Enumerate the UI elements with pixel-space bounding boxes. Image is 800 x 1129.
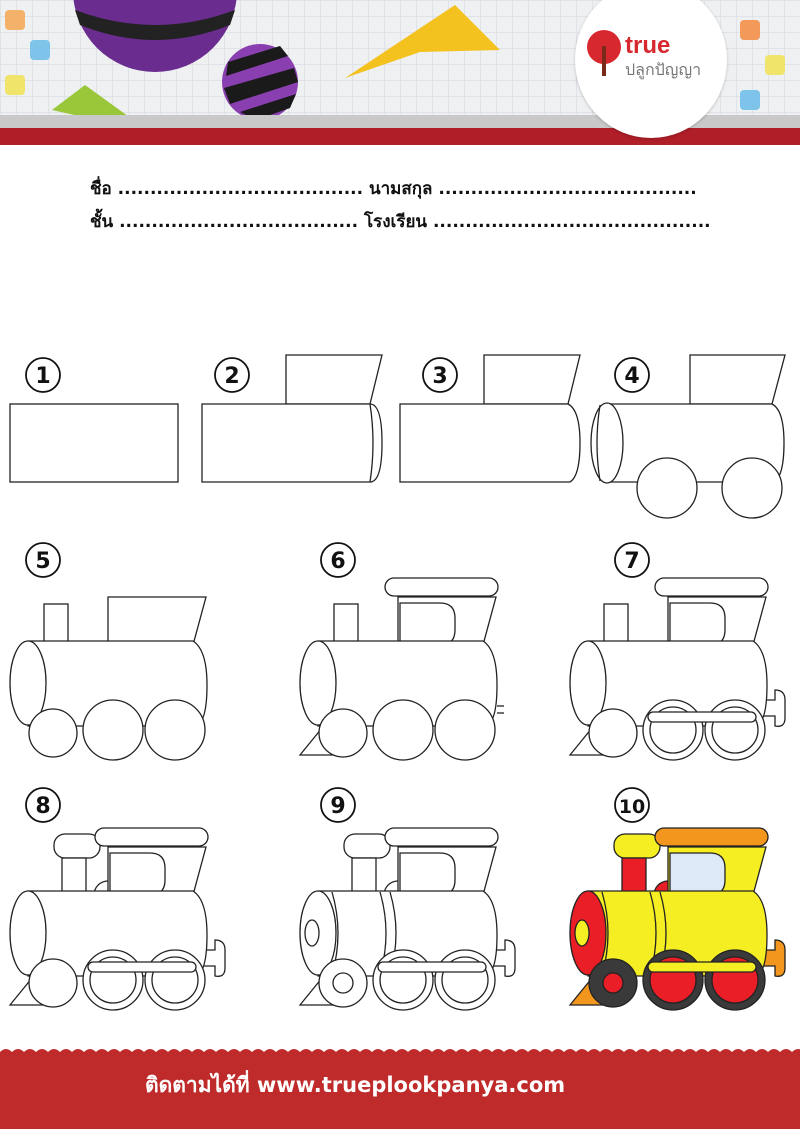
connecting-rod <box>87 961 197 973</box>
step-7-drawing <box>568 577 786 761</box>
front-face <box>9 640 47 726</box>
step-number-badge: 4 <box>614 357 650 393</box>
step-number: 6 <box>330 549 345 574</box>
wheel-hub <box>332 972 354 994</box>
step-5-drawing <box>9 596 208 761</box>
red-band <box>0 128 800 145</box>
step-number: 8 <box>35 794 50 819</box>
step-circle <box>320 542 356 578</box>
striped-ball-icon <box>222 44 298 120</box>
rear-coupler <box>489 939 516 977</box>
body <box>201 403 383 483</box>
step-number-badge: 8 <box>25 787 61 823</box>
step-number: 1 <box>35 364 50 389</box>
step-circle <box>25 357 61 393</box>
step-number-badge: 10 <box>614 787 650 823</box>
wheel <box>636 457 698 519</box>
step-2-drawing <box>201 354 383 483</box>
step-number-badge: 9 <box>320 787 356 823</box>
connecting-rod <box>647 961 757 973</box>
step-number: 7 <box>624 549 639 574</box>
step-number-badge: 6 <box>320 542 356 578</box>
wheel <box>144 699 206 761</box>
step-number-badge: 3 <box>422 357 458 393</box>
step-circle <box>614 542 650 578</box>
step-number-badge: 1 <box>25 357 61 393</box>
cab-roof <box>384 827 499 847</box>
wheel <box>372 699 434 761</box>
front-face <box>9 890 47 976</box>
step-9-drawing <box>298 827 516 1011</box>
step-number-badge: 2 <box>214 357 250 393</box>
step-circle <box>614 357 650 393</box>
step-circle <box>25 542 61 578</box>
yellow-paper-plane-icon <box>345 5 500 78</box>
step-circle <box>422 357 458 393</box>
step-6-drawing <box>298 577 504 761</box>
step-number: 4 <box>624 364 639 389</box>
body-edge <box>369 403 374 483</box>
rear-coupler <box>759 689 786 727</box>
cab-roof <box>384 577 499 597</box>
body <box>399 403 581 483</box>
step-1-drawing <box>9 403 179 483</box>
step-3-drawing <box>399 354 581 483</box>
connecting-rod <box>647 711 757 723</box>
class-school-field-line[interactable]: ชั้น ...................................… <box>90 212 711 232</box>
step-number: 5 <box>35 549 50 574</box>
step-circle <box>614 787 650 823</box>
step-4-drawing <box>590 354 786 519</box>
step-number: 9 <box>330 794 345 819</box>
body-rectangle <box>9 403 179 483</box>
footer-website-text: ติดตามได้ที่ www.trueplookpanya.com <box>145 1073 566 1097</box>
trueplookpanya-logo: true ปลูกปัญญา <box>575 0 727 138</box>
step-number: 10 <box>619 796 645 818</box>
logo-subtitle: ปลูกปัญญา <box>625 60 702 79</box>
wheel <box>28 958 78 1008</box>
front-cylinder <box>590 402 624 484</box>
header-decorations <box>5 0 785 132</box>
connecting-rod <box>377 961 487 973</box>
wheel <box>434 699 496 761</box>
headlight <box>574 919 590 947</box>
logo-brand: true <box>625 32 671 59</box>
front-face <box>569 640 607 726</box>
headlight <box>304 919 320 947</box>
step-circle <box>214 357 250 393</box>
cab-roof <box>94 827 209 847</box>
step-circle <box>320 787 356 823</box>
wheel-hub <box>602 972 624 994</box>
header-banner: true ปลูกปัญญา <box>0 0 800 145</box>
rear-coupler <box>759 939 786 977</box>
step-number-badge: 5 <box>25 542 61 578</box>
step-circle <box>25 787 61 823</box>
wheel <box>28 708 78 758</box>
cab-roof <box>654 827 769 847</box>
name-field-line[interactable]: ชื่อ ...................................… <box>90 179 697 199</box>
step-10-colored-train <box>568 827 786 1011</box>
step-number-badge: 7 <box>614 542 650 578</box>
purple-ball-icon <box>73 0 237 72</box>
step-number: 3 <box>432 364 447 389</box>
wheel <box>721 457 783 519</box>
front-face <box>299 640 337 726</box>
step-number: 2 <box>224 364 239 389</box>
rear-coupler <box>199 939 226 977</box>
wheel <box>588 708 638 758</box>
cylinder-edge <box>596 404 601 482</box>
cab-roof <box>654 577 769 597</box>
wheel <box>318 708 368 758</box>
step-8-drawing <box>8 827 226 1011</box>
tree-trunk <box>602 46 606 76</box>
wheel <box>82 699 144 761</box>
